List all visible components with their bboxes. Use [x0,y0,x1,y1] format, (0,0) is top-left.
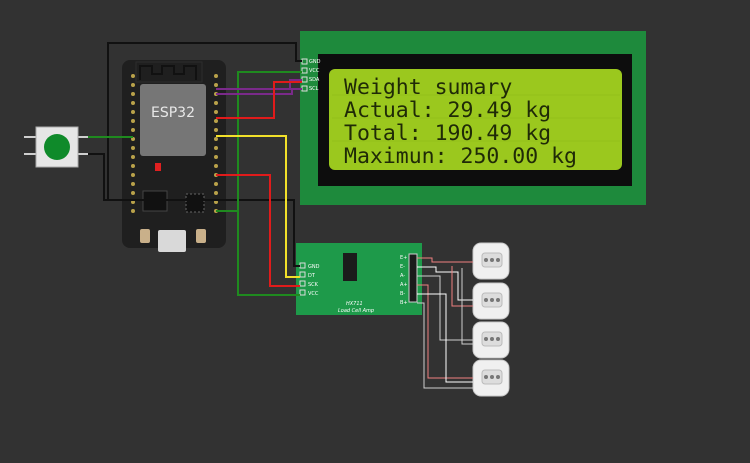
wire-red-top [216,81,302,119]
lcd-line-1: Weight sumary [344,75,512,100]
push-button[interactable] [24,126,88,168]
hx711-pin-bminus: B- [400,291,405,297]
hx711-pcb [296,243,422,315]
hx711-pin-vcc: VCC [308,291,319,297]
esp32-board[interactable]: ESP32 [122,60,226,252]
lcd-pin-scl: SCL [309,86,319,92]
wires [88,42,302,296]
hx711-pin-bplus: B+ [400,300,408,306]
lcd-line-3: Total: 190.49 kg [344,121,551,146]
load-cell-1 [472,242,510,280]
hx711-pin-aminus: A- [400,273,405,279]
esp32-usb-chip [185,193,205,213]
hx711-pin-sck: SCK [308,282,319,288]
hx711-right-pads [408,253,418,303]
load-cell-4 [472,359,510,397]
wire-scl [216,88,302,95]
lcd-module[interactable]: Weight sumary Actual: 29.49 kg Total: 19… [300,31,646,205]
hx711-pin-gnd: GND [308,264,320,270]
lcd-screen [329,69,622,170]
load-cell-wires [417,257,473,389]
load-cell-2 [472,282,510,320]
hx711-board[interactable]: GND DT SCK VCC E+ E- A- A+ B- B+ HX711 L… [296,243,422,315]
hx711-chip [343,253,357,281]
lcd-line-4: Maximun: 250.00 kg [344,144,577,169]
load-cells [472,242,510,397]
button-cap[interactable] [44,134,70,160]
wire-vcc-lcd [237,71,302,211]
lcd-pin-vcc: VCC [309,68,320,74]
lcd-pin-gnd: GND [309,59,321,65]
hx711-pin-eplus: E+ [400,255,407,261]
lcd-grid [332,94,620,142]
en-button[interactable] [196,229,206,243]
esp32-module-shield [140,84,206,156]
hx711-pin-aplus: A+ [400,282,408,288]
wire-button-gnd [88,153,300,267]
wire-yellow-dt [216,135,300,278]
esp32-led [155,163,161,171]
load-cell-3 [472,321,510,359]
usb-port [158,230,186,252]
wire-red-sck [216,174,300,287]
antenna-trace [139,65,197,80]
boot-button[interactable] [140,229,150,243]
wire-sda [216,79,302,90]
lcd-pin-sda: SDA [309,77,320,83]
hx711-title: HX711 [346,301,363,307]
esp32-label: ESP32 [151,105,195,121]
lcd-line-2: Actual: 29.49 kg [344,98,551,123]
hx711-subtitle: Load Cell Amp [338,308,374,314]
wire-gnd-lcd [107,42,302,200]
wire-vcc-hx711 [216,210,300,296]
hx711-pin-eminus: E- [400,264,405,270]
hx711-pin-dt: DT [308,273,316,279]
